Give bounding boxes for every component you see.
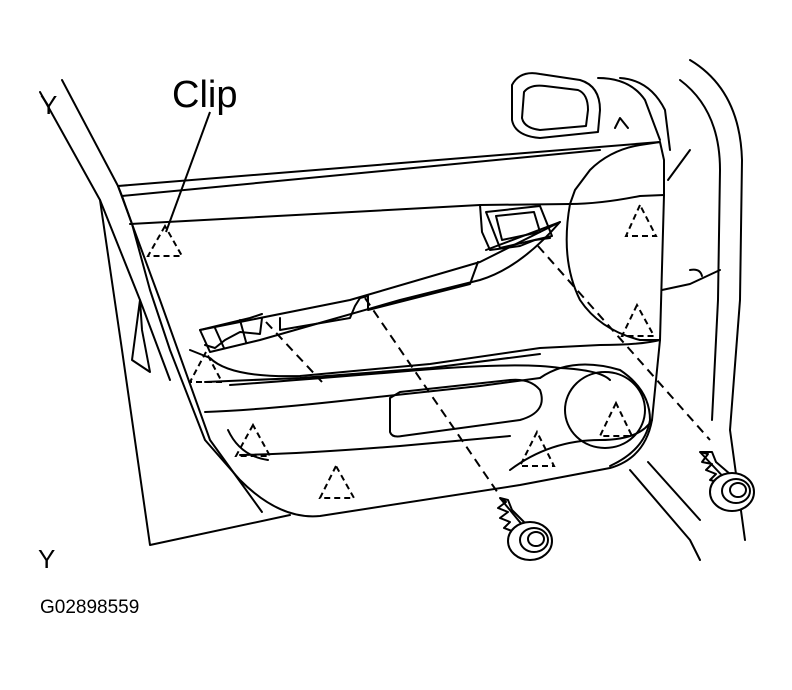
- clip-markers: [148, 205, 656, 498]
- dashed-triangle-icon: [626, 205, 656, 236]
- figure-code: G02898559: [40, 597, 140, 618]
- dashed-triangle-icon: [622, 305, 654, 336]
- door-frame: [40, 60, 745, 560]
- dashed-triangle-icon: [520, 432, 554, 466]
- view-letter-top: Y: [40, 90, 58, 120]
- dashed-triangle-icon: [190, 352, 222, 382]
- dashed-triangle-icon: [320, 466, 354, 498]
- dashed-triangle-icon: [148, 226, 182, 256]
- dashed-triangle-icon: [236, 425, 270, 456]
- clip-leader-line: [166, 112, 210, 232]
- view-letter-bottom: Y: [38, 544, 56, 574]
- clip-label: Clip: [172, 74, 238, 116]
- screw-icon: [700, 452, 754, 511]
- screw-icon: [498, 498, 552, 560]
- screw-guide-lines: [266, 246, 710, 496]
- dashed-triangle-icon: [600, 403, 632, 436]
- door-trim-panel: [118, 142, 664, 516]
